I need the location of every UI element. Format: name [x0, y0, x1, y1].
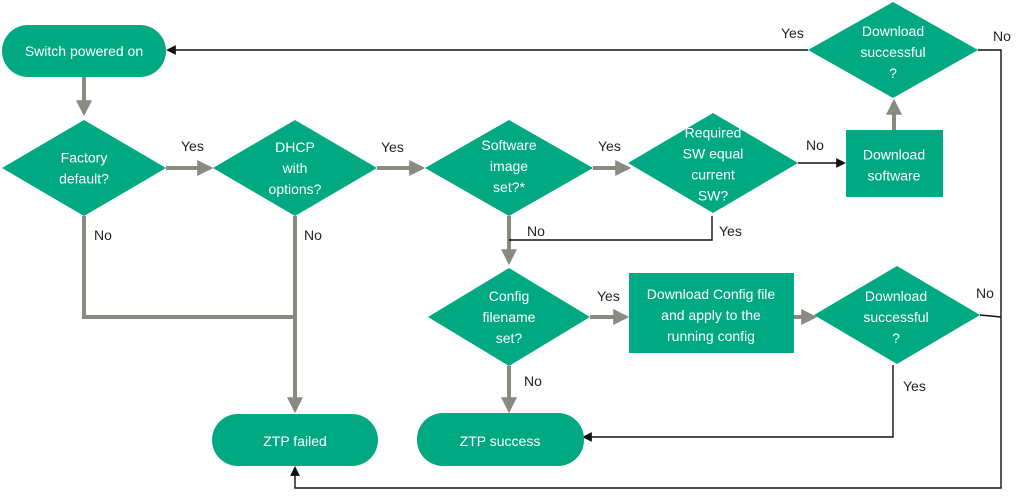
node-label-switch-powered-on: Switch powered on [25, 43, 143, 59]
node-label-line: Download [862, 23, 924, 39]
node-label-line: SW? [698, 188, 729, 204]
node-label-line: Factory [61, 150, 108, 166]
node-factory-default [2, 120, 166, 216]
node-label-line: Download Config file [647, 286, 776, 302]
node-label-ztp-success: ZTP success [460, 433, 541, 449]
label-required-yes: Yes [719, 223, 742, 239]
node-label-line: Required [685, 125, 742, 141]
node-label-line: Download [863, 147, 925, 163]
node-label-line: Software [481, 137, 536, 153]
node-label-line: ? [892, 330, 900, 346]
connector-factory-no-to-failed [82, 216, 295, 319]
node-label-line: SW equal [683, 146, 744, 162]
node-label-line: successful [863, 309, 928, 325]
node-label-line: default? [59, 171, 109, 187]
label-download-mid-yes: Yes [903, 378, 926, 394]
node-label-download-successful-top: Download successful? [860, 23, 925, 81]
node-label-download-config: Download Config file and apply to the runn… [647, 286, 776, 344]
node-ztp-failed [212, 414, 378, 466]
label-required-no: No [806, 137, 824, 153]
node-label-line: with [282, 160, 308, 176]
node-ztp-success [417, 413, 584, 466]
node-required-sw-equal [628, 113, 798, 213]
node-dhcp-options [213, 120, 377, 216]
label-dhcp-yes: Yes [381, 139, 404, 155]
node-label-line: set? [496, 330, 523, 346]
label-software-no: No [527, 223, 545, 239]
edge-labels: Yes No Yes No Yes No No Yes Yes No Yes N… [94, 25, 1011, 394]
node-label-line: current [691, 167, 735, 183]
node-label-line: set?* [493, 179, 525, 195]
node-label-line: ? [889, 65, 897, 81]
flow-connectors [76, 77, 902, 414]
connector-download-mid-yes-to-success [582, 365, 894, 442]
node-label-software-image-set: Software image set?* [481, 137, 536, 195]
node-switch-powered-on [2, 25, 166, 77]
label-download-top-yes: Yes [781, 25, 804, 41]
node-label-download-software: Download software [863, 147, 925, 184]
node-download-software [846, 130, 943, 197]
node-label-dhcp-options: DHCP with options? [269, 139, 322, 197]
connector-required-yes-to-config [509, 216, 713, 241]
node-label-line: ZTP success [460, 433, 541, 449]
label-software-yes: Yes [598, 138, 621, 154]
label-dhcp-no: No [304, 227, 322, 243]
label-factory-no: No [94, 227, 112, 243]
node-label-line: Download [865, 288, 927, 304]
node-label-line: options? [269, 181, 322, 197]
label-config-no: No [524, 373, 542, 389]
node-label-line: image [490, 158, 528, 174]
node-label-line: ZTP failed [263, 433, 327, 449]
connector-download-top-no-to-failed [290, 49, 1002, 489]
node-label-line: Config [489, 288, 529, 304]
label-factory-yes: Yes [181, 138, 204, 154]
node-label-line: Switch powered on [25, 43, 143, 59]
node-labels: Switch powered on Factory default? DHCP with… [25, 23, 929, 449]
node-download-successful-mid [814, 266, 980, 364]
node-label-ztp-failed: ZTP failed [263, 433, 327, 449]
node-label-line: filename [483, 309, 536, 325]
node-label-factory-default: Factory default? [59, 150, 109, 187]
node-label-config-filename-set: Config filename set? [483, 288, 536, 346]
node-label-line: and apply to the [661, 307, 761, 323]
label-download-mid-no: No [976, 285, 994, 301]
node-label-line: DHCP [275, 139, 315, 155]
node-download-successful-top [808, 2, 978, 98]
label-download-top-no: No [993, 28, 1011, 44]
return-connectors [166, 45, 1002, 489]
node-label-line: software [868, 168, 921, 184]
connector-download-mid-no-to-failed [979, 314, 1002, 318]
node-label-line: successful [860, 44, 925, 60]
node-download-config [629, 273, 794, 353]
node-config-filename-set [428, 268, 590, 366]
label-config-yes: Yes [597, 288, 620, 304]
node-label-line: running config [667, 328, 755, 344]
flow-nodes [2, 2, 980, 466]
node-software-image-set [425, 120, 593, 216]
node-label-download-successful-mid: Download successful? [863, 288, 928, 346]
